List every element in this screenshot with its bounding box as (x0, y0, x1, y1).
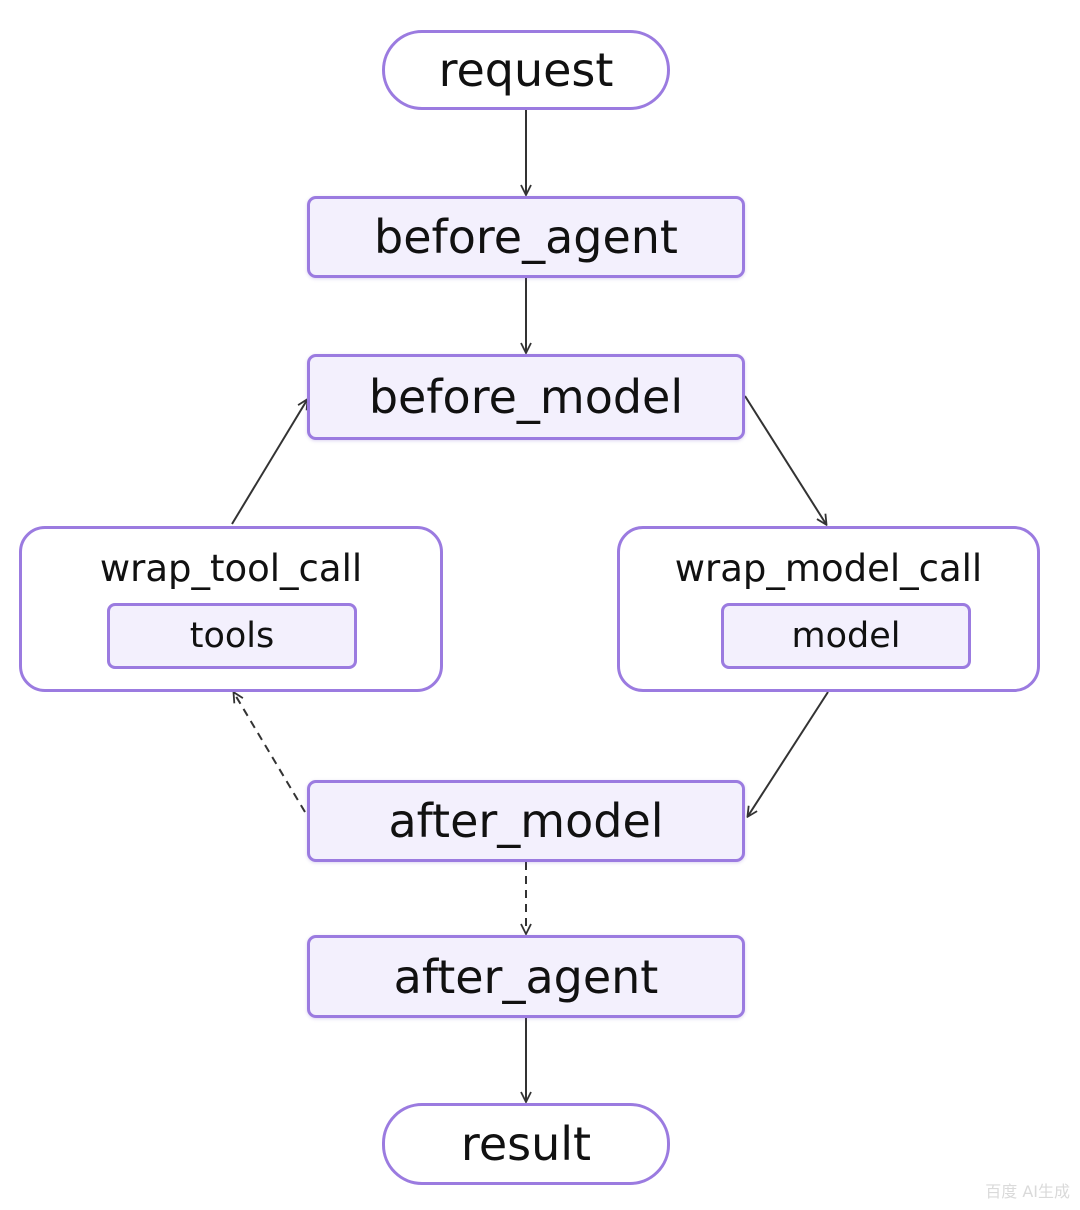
wrap-tool-call-group: wrap_tool_call tools (19, 526, 443, 692)
wrap-model-call-title: wrap_model_call (674, 547, 983, 590)
wrap-model-call-group: wrap_model_call model (617, 526, 1040, 692)
wrap-tool-call-title: wrap_tool_call (99, 547, 363, 590)
edge-before-model-wrap-model-call (744, 395, 826, 524)
tools-node: tools (107, 603, 357, 669)
edge-after-model-wrap-tool-call (234, 693, 306, 813)
watermark: 百度 AI生成 (985, 1182, 1070, 1201)
edge-wrap-model-call-after-model (748, 691, 829, 816)
model-node: model (721, 603, 971, 669)
request-node: request (382, 30, 670, 110)
edge-wrap-tool-call-before-model (231, 400, 307, 525)
before-agent-node: before_agent (307, 196, 745, 278)
before-model-node: before_model (307, 354, 745, 440)
after-agent-node: after_agent (307, 935, 745, 1018)
after-model-node: after_model (307, 780, 745, 862)
result-node: result (382, 1103, 670, 1185)
